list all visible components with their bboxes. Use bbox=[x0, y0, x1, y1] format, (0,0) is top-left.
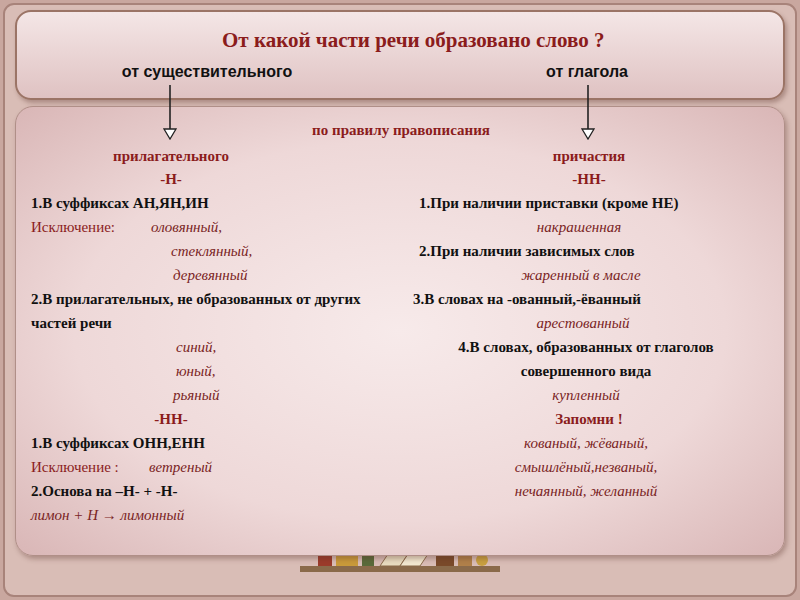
question-band: от существительного от глагола От какой ча… bbox=[15, 10, 785, 100]
example-text: нечаянный, желанный bbox=[406, 479, 766, 503]
heading-text: -НН- bbox=[409, 167, 769, 191]
example-text: стеклянный, bbox=[171, 239, 252, 263]
rule-text: 1.При наличии приставки (кроме НЕ) bbox=[419, 191, 678, 215]
heading-text: причастия bbox=[409, 144, 769, 168]
rule-text: 2.При наличии зависимых слов bbox=[419, 239, 635, 263]
example-text: жаренный в масле bbox=[401, 263, 761, 287]
rule-text: 1.В суффиксах ОНН,ЕНН bbox=[31, 431, 205, 455]
rule-text: 2.Основа на –Н- + -Н- bbox=[31, 479, 177, 503]
branch-label: от существительного bbox=[122, 63, 292, 80]
rules-panel: прилагательного-Н-1.В суффиксах АН,ЯН,ИН… bbox=[15, 106, 785, 556]
example-text: деревянный bbox=[173, 263, 247, 287]
example-text: купленный bbox=[406, 383, 766, 407]
example-text: рьяный bbox=[173, 383, 219, 407]
exception-label: Исключение: bbox=[31, 215, 115, 239]
example-text: накрашенная bbox=[399, 215, 759, 239]
heading-text: Запомни ! bbox=[409, 407, 769, 431]
branch-verb: от глагола bbox=[542, 60, 632, 84]
heading-text: прилагательного bbox=[0, 144, 351, 168]
example-text: смышлёный,незваный, bbox=[406, 455, 766, 479]
example-text: юный, bbox=[176, 359, 215, 383]
heading-text: по правилу правописания bbox=[221, 118, 581, 142]
example-text: кованый, жёваный, bbox=[406, 431, 766, 455]
rule-text: 1.В суффиксах АН,ЯН,ИН bbox=[31, 191, 209, 215]
heading-text: -Н- bbox=[0, 167, 351, 191]
example-text: оловянный, bbox=[151, 215, 222, 239]
branch-label: от глагола bbox=[546, 63, 628, 80]
rule-text: 2.В прилагательных, не образованных от д… bbox=[31, 287, 391, 335]
example-text: арестованный bbox=[403, 311, 763, 335]
title-text: От какой части речи образовано слово ? bbox=[222, 28, 582, 52]
example-text: лимон + Н → лимонный bbox=[31, 503, 184, 527]
rule-text: 3.В словах на -ованный,-ёванный bbox=[413, 287, 641, 311]
adjective-column: прилагательного-Н-1.В суффиксах АН,ЯН,ИН… bbox=[21, 139, 406, 529]
branch-noun: от существительного bbox=[118, 60, 296, 84]
heading-text: -НН- bbox=[0, 407, 351, 431]
slide-frame bbox=[4, 4, 796, 596]
rule-text: 4.В словах, образованных от глаголов сов… bbox=[421, 335, 751, 383]
example-text: синий, bbox=[176, 335, 216, 359]
participle-column: причастия-НН-1.При наличии приставки (кр… bbox=[406, 139, 781, 509]
exception-label: Исключение : bbox=[31, 455, 119, 479]
example-text: ветреный bbox=[149, 455, 212, 479]
